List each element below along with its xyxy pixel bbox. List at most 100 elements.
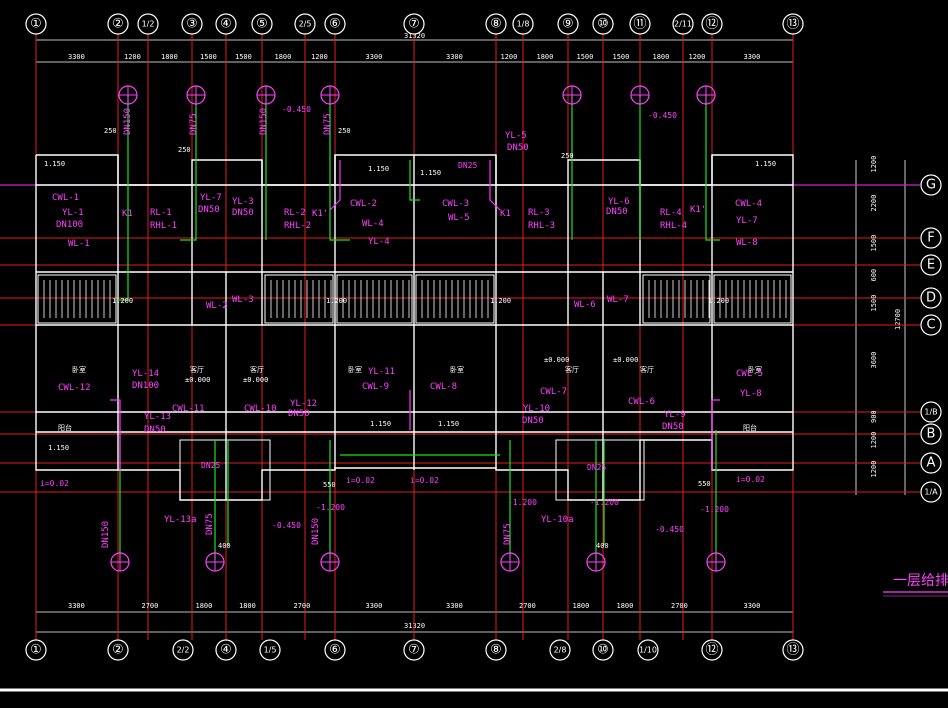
grid-bubble-bottom: ⑬ (782, 639, 804, 661)
pipe-label: RHL-2 (284, 221, 311, 231)
dim-top-segment: 1200 (311, 53, 328, 61)
note-label: -0.450 (655, 525, 684, 534)
grid-bubble-label: B (927, 427, 936, 442)
note-label: -1.200 (590, 498, 619, 507)
grid-bubble-top: 1/2 (137, 13, 159, 35)
pipe-label: DN150 (123, 108, 133, 135)
grid-bubble-label: ⑫ (705, 17, 718, 32)
note-label: -0.450 (648, 111, 677, 120)
pipe-label: YL-10 (523, 404, 550, 414)
dim-bottom-segment: 2700 (519, 602, 536, 610)
pipe-label: CWL-4 (735, 199, 762, 209)
pipe-label: WL-2 (206, 301, 228, 311)
grid-bubble-right: G (920, 174, 942, 196)
pipe-label: CWL-7 (540, 387, 567, 397)
dim-top-segment: 3300 (366, 53, 383, 61)
grid-bubble-label: ⑬ (786, 17, 799, 32)
grid-bubble-label: ⑨ (562, 17, 574, 32)
dim-bottom-segment: 3300 (744, 602, 761, 610)
grid-bubble-bottom: 1/5 (259, 639, 281, 661)
pipe-label: DN150 (259, 108, 269, 135)
pipe-label: YL-14 (132, 369, 159, 379)
pipe-label: DN50 (606, 207, 628, 217)
pipe-label: DN75 (503, 523, 513, 545)
pipe-label: CWL-9 (362, 382, 389, 392)
grid-bubble-label: ④ (220, 17, 232, 32)
note-label: i=0.02 (346, 476, 375, 485)
dim-top-segment: 1800 (653, 53, 670, 61)
note-label: 250 (338, 127, 351, 135)
pipe-label: RHL-4 (660, 221, 687, 231)
grid-bubble-bottom: 2/8 (549, 639, 571, 661)
grid-bubble-label: D (926, 291, 936, 306)
room-label: 客厅 (565, 365, 579, 374)
note-label: 1.150 (370, 420, 391, 428)
grid-bubble-top: ③ (181, 13, 203, 35)
grid-bubble-label: 2/8 (554, 646, 567, 655)
pipe-label: YL-10a (541, 515, 574, 525)
pipe-label: WL-6 (574, 300, 596, 310)
note-label: 1.150 (48, 444, 69, 452)
grid-bubble-bottom: ⑩ (592, 639, 614, 661)
grid-bubble-label: ⑬ (786, 643, 799, 658)
grid-bubble-right: A (920, 452, 942, 474)
dim-top-segment: 1500 (613, 53, 630, 61)
grid-bubble-top: 2/5 (294, 13, 316, 35)
room-label: 卧室 (72, 365, 86, 374)
note-label: -0.450 (282, 105, 311, 114)
dim-top-segment: 1200 (124, 53, 141, 61)
grid-bubble-top: ⑦ (403, 13, 425, 35)
elevation-label: ±0.000 (185, 376, 210, 384)
grid-bubble-label: ③ (186, 17, 198, 32)
elevation-label: ±0.000 (613, 356, 638, 364)
dim-bottom-segment: 1800 (573, 602, 590, 610)
pipe-label: YL-9 (664, 410, 686, 420)
note-label: i=0.02 (736, 475, 765, 484)
drawing-title: 一层给排 (893, 573, 948, 589)
grid-bubble-label: F (927, 231, 934, 246)
pipe-label: K1' (690, 205, 706, 215)
grid-bubble-bottom: ⑧ (485, 639, 507, 661)
pipe-label: DN50 (232, 208, 254, 218)
riser-circle (320, 85, 340, 105)
pipe-label: RL-3 (528, 208, 550, 218)
note-label: 400 (218, 542, 231, 550)
room-label: 卧室 (348, 365, 362, 374)
pipe-label: CWL-10 (244, 404, 277, 414)
note-label: DN25 (458, 161, 477, 170)
riser-circle (586, 552, 606, 572)
grid-bubble-label: G (926, 178, 936, 193)
dim-right-segment: 2200 (870, 195, 878, 212)
grid-bubble-label: E (927, 258, 935, 273)
riser-circle (186, 85, 206, 105)
note-label: 1.200 (112, 297, 133, 305)
pipe-label: CWL-3 (442, 199, 469, 209)
grid-bubble-label: ⑫ (705, 643, 718, 658)
grid-bubble-top: 2/11 (672, 13, 694, 35)
pipe-label: CWL-12 (58, 383, 91, 393)
riser-circle (696, 85, 716, 105)
riser-circle (706, 552, 726, 572)
pipe-label: DN100 (56, 220, 83, 230)
note-label: -0.450 (272, 521, 301, 530)
pipe-risers (110, 85, 726, 572)
note-label: 250 (178, 146, 191, 154)
pipe-label: DN50 (288, 409, 310, 419)
overall-dim-right: 12700 (894, 309, 902, 330)
pipe-label: RL-2 (284, 208, 306, 218)
dim-top-segment: 1500 (577, 53, 594, 61)
dim-bottom-segment: 3300 (446, 602, 463, 610)
grid-bubble-bottom: 1/10 (637, 639, 659, 661)
grid-bubble-label: ⑧ (490, 17, 502, 32)
pipe-label: WL-7 (607, 295, 629, 305)
dim-top-segment: 1500 (235, 53, 252, 61)
pipe-label: YL-7 (736, 216, 758, 226)
elevation-label: ±0.000 (243, 376, 268, 384)
grid-bubble-label: ④ (220, 643, 232, 658)
overall-dim-bottom: 31320 (404, 622, 425, 630)
pipe-label: CWL-1 (52, 193, 79, 203)
dim-bottom-segment: 3300 (366, 602, 383, 610)
